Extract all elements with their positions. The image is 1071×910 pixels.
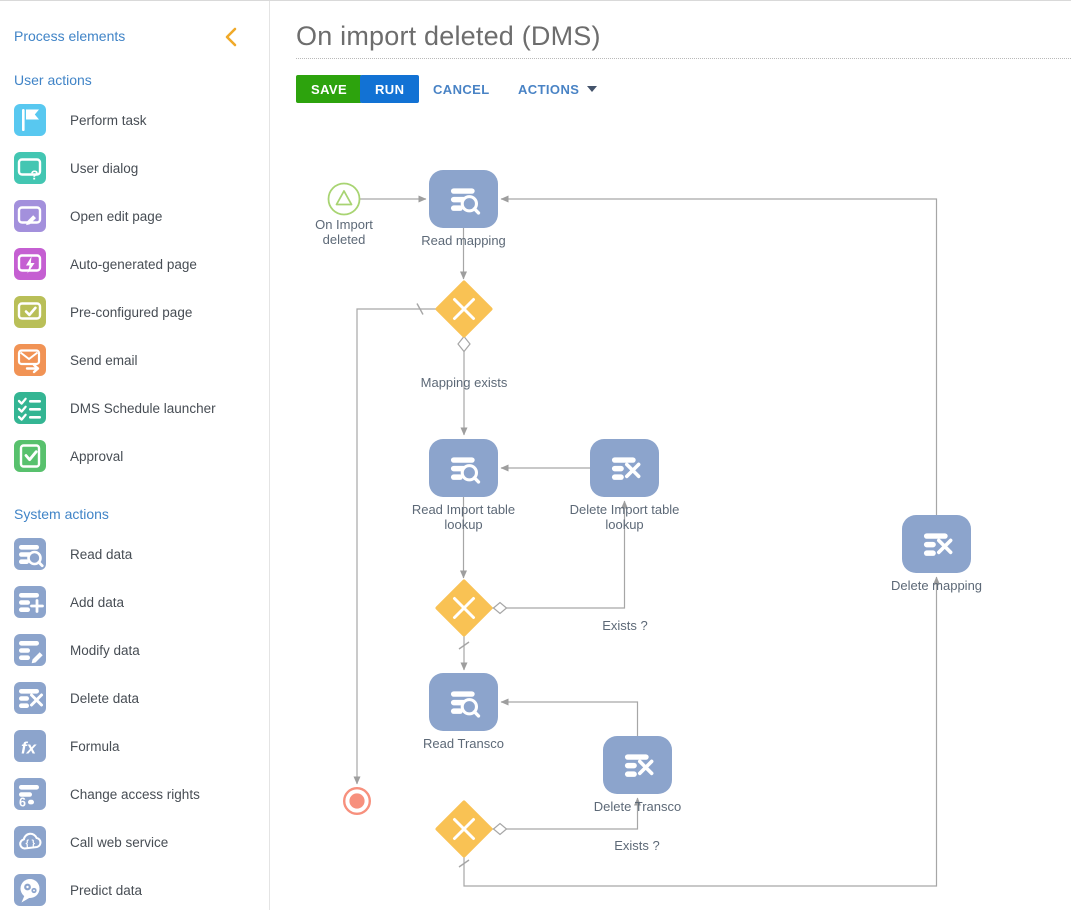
task-read-mapping[interactable]: Read mapping bbox=[421, 170, 506, 248]
sidebar-item-label: Read data bbox=[70, 546, 133, 562]
dialog-question-icon bbox=[14, 152, 46, 184]
delete-data-icon bbox=[590, 439, 659, 497]
sidebar-item-open-edit-page[interactable]: Open edit page bbox=[0, 192, 269, 240]
task-read-import-table-lookup[interactable]: Read Import table lookup bbox=[412, 439, 515, 532]
sidebar-item-label: Predict data bbox=[70, 882, 143, 898]
sequence-flows-layer bbox=[353, 195, 940, 887]
process-designer-main: On import deleted (DMS) SAVE RUN CANCEL … bbox=[270, 1, 1071, 910]
sidebar-item-add-data[interactable]: Add data bbox=[0, 578, 269, 626]
sidebar-item-user-dialog[interactable]: User dialog bbox=[0, 144, 269, 192]
sidebar-item-label: Open edit page bbox=[70, 208, 163, 224]
process-diagram-canvas[interactable]: On Import deleted Read mapping Read Impo… bbox=[270, 111, 1071, 910]
sidebar-item-label: Modify data bbox=[70, 642, 140, 658]
task-delete-transco[interactable]: Delete Transco bbox=[594, 736, 681, 814]
sidebar-item-approval[interactable]: Approval bbox=[0, 432, 269, 480]
task-label: Delete Import table lookup bbox=[569, 502, 680, 533]
chevron-left-icon bbox=[225, 27, 237, 47]
task-read-transco[interactable]: Read Transco bbox=[423, 673, 504, 751]
section-user-actions: User actions bbox=[14, 72, 92, 88]
sidebar-item-label: Call web service bbox=[70, 834, 169, 850]
formula-icon bbox=[14, 730, 46, 762]
exclusive-gateway-2[interactable] bbox=[434, 578, 494, 638]
clipboard-check-icon bbox=[14, 440, 46, 472]
actions-label: ACTIONS bbox=[518, 81, 580, 97]
flow-label-exists-2: Exists ? bbox=[614, 838, 660, 853]
sidebar-item-label: Add data bbox=[70, 594, 125, 610]
cancel-button[interactable]: CANCEL bbox=[433, 75, 490, 103]
read-data-icon bbox=[429, 673, 498, 731]
sidebar-item-label: Change access rights bbox=[70, 786, 200, 802]
exclusive-gateway-3[interactable] bbox=[434, 799, 494, 859]
sidebar-item-change-access-rights[interactable]: Change access rights bbox=[0, 770, 269, 818]
read-data-icon bbox=[429, 439, 498, 497]
sidebar-item-predict-data[interactable]: Predict data bbox=[0, 866, 269, 910]
flow-label-exists-1: Exists ? bbox=[602, 618, 648, 633]
sidebar-item-label: Auto-generated page bbox=[70, 256, 197, 272]
actions-dropdown-button[interactable]: ACTIONS bbox=[518, 75, 598, 103]
exclusive-gateway-1[interactable] bbox=[434, 279, 494, 339]
sidebar-item-pre-configured-page[interactable]: Pre-configured page bbox=[0, 288, 269, 336]
sidebar-title: Process elements bbox=[14, 28, 126, 44]
sidebar-item-label: Approval bbox=[70, 448, 124, 464]
sidebar-item-perform-task[interactable]: Perform task bbox=[0, 96, 269, 144]
page-check-icon bbox=[14, 296, 46, 328]
page-title: On import deleted (DMS) bbox=[296, 21, 601, 51]
access-rights-icon bbox=[14, 778, 46, 810]
sidebar-item-label: Send email bbox=[70, 352, 138, 368]
task-label: Read Transco bbox=[423, 736, 504, 751]
page-edit-icon bbox=[14, 200, 46, 232]
process-elements-sidebar: Process elements User actions Perform ta… bbox=[0, 1, 270, 910]
task-label: Delete Transco bbox=[593, 799, 682, 814]
task-delete-import-table-lookup[interactable]: Delete Import table lookup bbox=[570, 439, 679, 532]
sidebar-item-formula[interactable]: Formula bbox=[0, 722, 269, 770]
sidebar-item-label: Formula bbox=[70, 738, 120, 754]
data-delete-icon bbox=[14, 682, 46, 714]
brain-gears-icon bbox=[14, 874, 46, 906]
section-system-actions: System actions bbox=[14, 506, 109, 522]
sidebar-item-label: Delete data bbox=[70, 690, 140, 706]
end-event-terminate[interactable] bbox=[342, 786, 372, 816]
flag-icon bbox=[14, 104, 46, 136]
sidebar-item-dms-schedule-launcher[interactable]: DMS Schedule launcher bbox=[0, 384, 269, 432]
sidebar-item-delete-data[interactable]: Delete data bbox=[0, 674, 269, 722]
sidebar-item-label: User dialog bbox=[70, 160, 139, 176]
data-modify-icon bbox=[14, 634, 46, 666]
email-send-icon bbox=[14, 344, 46, 376]
delete-data-icon bbox=[603, 736, 672, 794]
run-button[interactable]: RUN bbox=[360, 75, 420, 103]
sidebar-header: Process elements bbox=[14, 26, 255, 48]
data-read-icon bbox=[14, 538, 46, 570]
sidebar-item-label: DMS Schedule launcher bbox=[70, 400, 216, 416]
delete-data-icon bbox=[902, 515, 971, 573]
task-label: Delete mapping bbox=[890, 578, 983, 593]
start-event-signal[interactable] bbox=[326, 181, 362, 217]
collapse-sidebar-button[interactable] bbox=[221, 26, 243, 48]
sidebar-item-send-email[interactable]: Send email bbox=[0, 336, 269, 384]
sidebar-item-label: Perform task bbox=[70, 112, 147, 128]
data-add-icon bbox=[14, 586, 46, 618]
save-button[interactable]: SAVE bbox=[296, 75, 363, 103]
read-data-icon bbox=[429, 170, 498, 228]
sidebar-item-auto-generated-page[interactable]: Auto-generated page bbox=[0, 240, 269, 288]
cloud-code-icon bbox=[14, 826, 46, 858]
sidebar-item-modify-data[interactable]: Modify data bbox=[0, 626, 269, 674]
sidebar-item-call-web-service[interactable]: Call web service bbox=[0, 818, 269, 866]
sidebar-item-label: Pre-configured page bbox=[70, 304, 193, 320]
task-label: Read Import table lookup bbox=[411, 502, 516, 533]
task-delete-mapping[interactable]: Delete mapping bbox=[891, 515, 982, 593]
checklist-icon bbox=[14, 392, 46, 424]
flow-label-mapping-exists: Mapping exists bbox=[420, 375, 508, 390]
start-event-label: On Import deleted bbox=[315, 217, 373, 248]
title-separator bbox=[296, 58, 1071, 59]
task-label: Read mapping bbox=[421, 233, 506, 248]
page-lightning-icon bbox=[14, 248, 46, 280]
sidebar-item-read-data[interactable]: Read data bbox=[0, 530, 269, 578]
chevron-down-icon bbox=[587, 86, 598, 92]
